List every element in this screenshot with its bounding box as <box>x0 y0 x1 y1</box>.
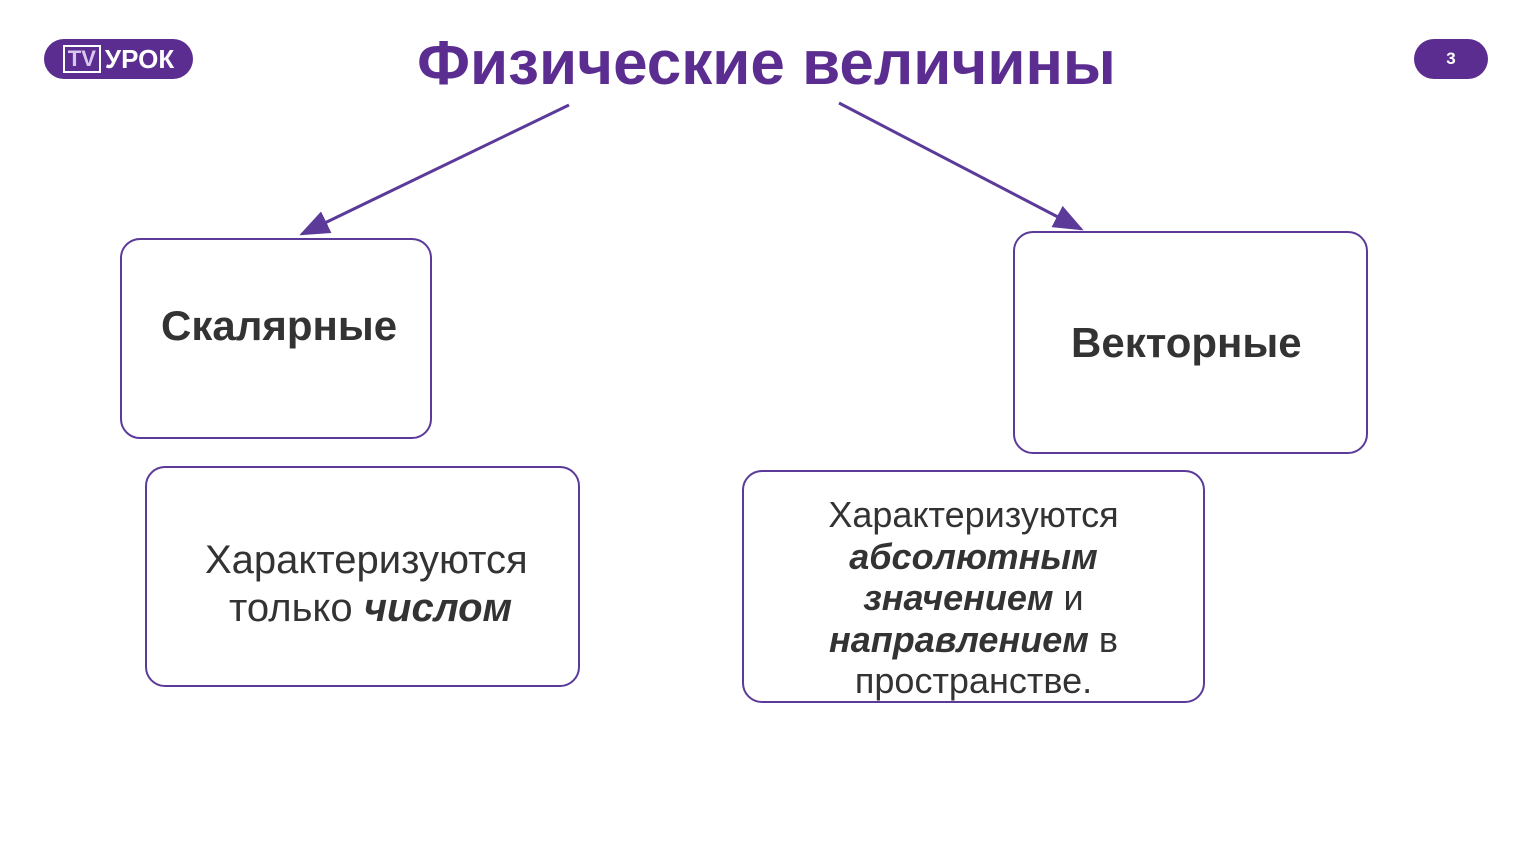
vector-desc-line5: пространстве. <box>854 660 1093 701</box>
vector-desc-line2: абсолютным <box>744 536 1203 578</box>
vector-box: Векторные <box>1013 231 1368 454</box>
vector-desc-bold2: значением <box>863 577 1054 618</box>
scalar-heading: Скалярные <box>161 302 398 349</box>
vector-description-box: Характеризуются абсолютным значением и н… <box>742 470 1205 703</box>
scalar-desc-plain: только <box>229 586 364 630</box>
arrow-left <box>299 103 570 236</box>
vector-heading: Векторные <box>1071 319 1302 366</box>
vector-desc-line1: Характеризуются <box>828 494 1119 535</box>
vector-desc-bold3: направлением <box>829 618 1089 660</box>
vector-desc-in: в <box>1088 618 1118 660</box>
vector-desc-line4: направлением в <box>744 619 1203 661</box>
vector-desc-bold1: абсолютным <box>849 535 1098 577</box>
vector-desc: Характеризуются абсолютным значением и н… <box>744 494 1203 702</box>
title-text: Физические величины <box>417 29 1116 98</box>
scalar-box: Скалярные <box>120 238 432 439</box>
arrow-right <box>838 101 1084 231</box>
scalar-desc-bold: числом <box>363 586 513 630</box>
page-number-badge: 3 <box>1414 39 1488 79</box>
vector-desc-and: и <box>1053 577 1084 618</box>
logo-tv: TV <box>62 45 101 73</box>
logo-text: УРОК <box>104 43 175 74</box>
scalar-desc-line2: только числом <box>229 586 512 631</box>
vector-desc-line3: значением и <box>744 577 1203 619</box>
slide-title: Физические величины <box>0 28 1533 99</box>
scalar-desc-line1: Характеризуются <box>205 538 528 582</box>
scalar-description-box: Характеризуются только числом <box>145 466 580 687</box>
